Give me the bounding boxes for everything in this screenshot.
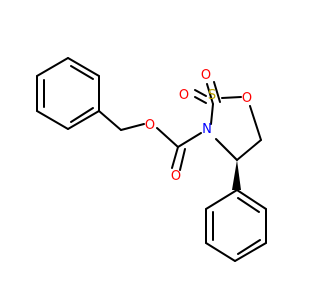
sulfonyl-oxygen-top-label: O — [201, 68, 211, 83]
molecule-canvas: O O S O O O N — [36, 57, 267, 262]
sulfur-label: S — [208, 88, 216, 103]
ester-linkage-bonds — [98, 110, 202, 171]
ring-oxygen-label: O — [242, 91, 252, 106]
stereo-wedge-bond — [232, 160, 241, 190]
sulfonyl-oxygen-left-label: O — [179, 88, 189, 103]
carbonyl-oxygen-label: O — [171, 169, 181, 184]
molecule-structure: O O S O O O N — [36, 57, 267, 262]
ester-oxygen-label: O — [145, 118, 155, 133]
benzyl-phenyl-ring — [36, 57, 100, 130]
oxathiazolidine-ring-bonds — [194, 81, 262, 161]
phenyl-ring-bottom — [205, 189, 267, 262]
ring-nitrogen-label: N — [202, 122, 212, 137]
